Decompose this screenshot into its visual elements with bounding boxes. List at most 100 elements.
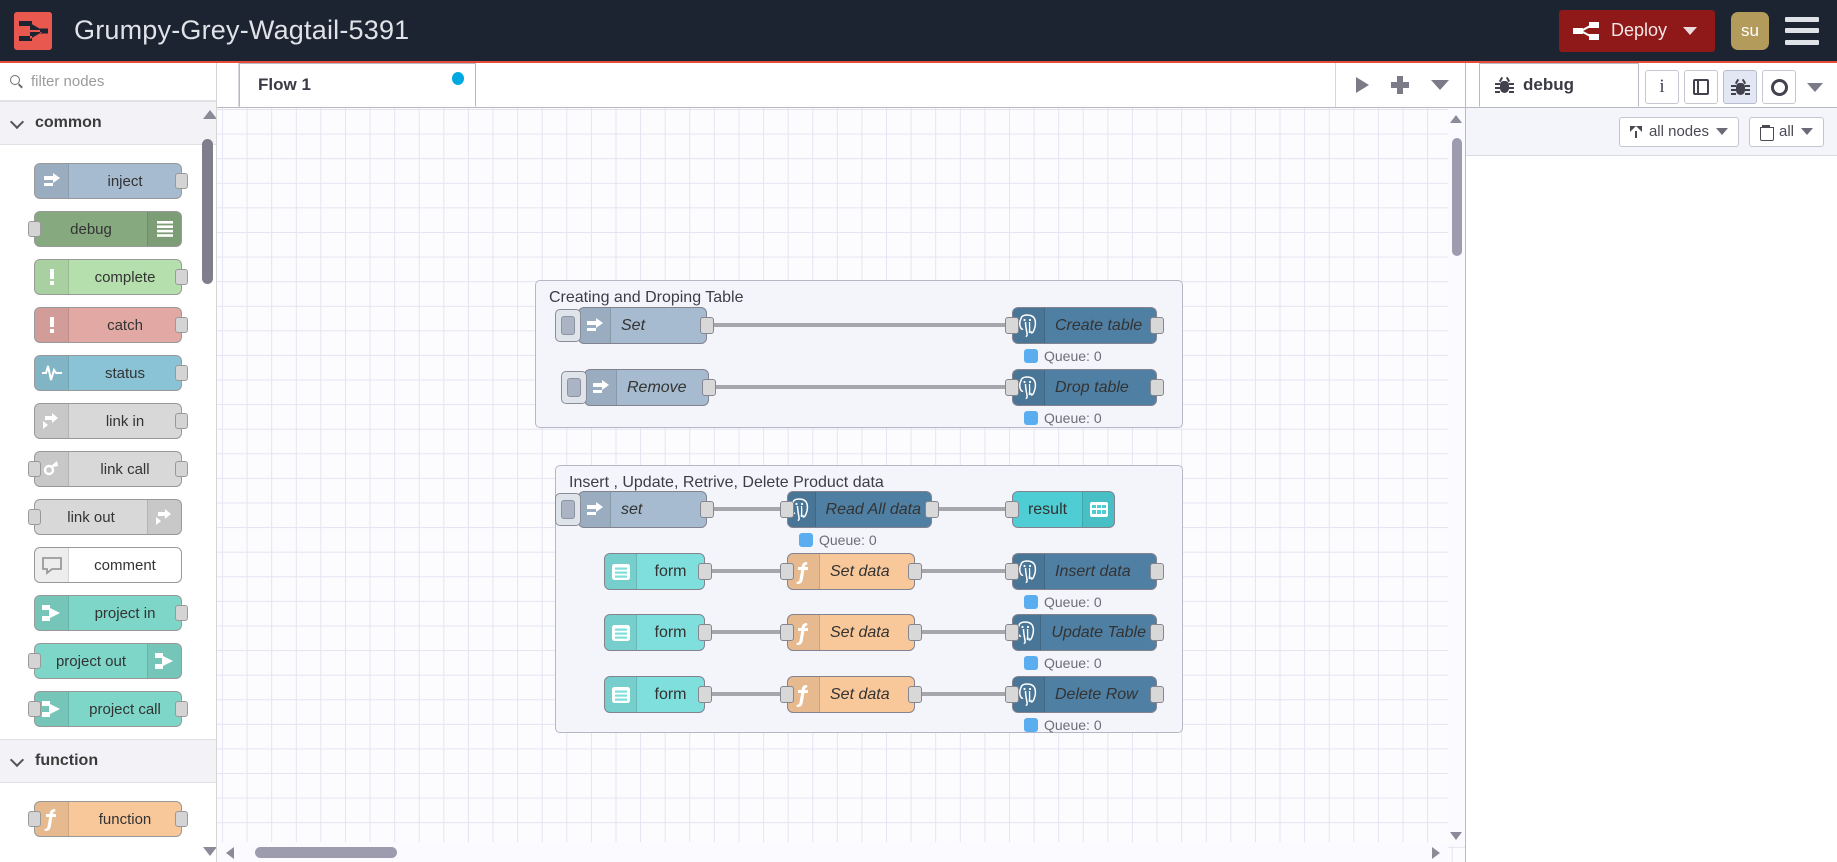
inject-trigger-button[interactable]	[555, 309, 581, 342]
flow-node-read-all-data[interactable]: Read All data	[780, 491, 939, 528]
node-output-port[interactable]	[1150, 686, 1164, 703]
flow-wire[interactable]	[915, 569, 1013, 573]
scroll-up-icon[interactable]	[1450, 115, 1462, 123]
node-input-port[interactable]	[1005, 379, 1019, 396]
flow-node-set-data[interactable]: Set data	[780, 676, 922, 713]
node-output-port[interactable]	[698, 686, 712, 703]
flow-wire[interactable]	[705, 630, 788, 634]
node-output-port[interactable]	[700, 317, 714, 334]
canvas-vertical-scrollbar[interactable]	[1448, 108, 1465, 846]
flow-wire[interactable]	[915, 630, 1013, 634]
debug-button[interactable]	[1723, 70, 1757, 104]
flow-node-drop-table[interactable]: Drop table	[1005, 369, 1164, 406]
node-input-port[interactable]	[28, 221, 41, 237]
node-output-port[interactable]	[698, 563, 712, 580]
node-input-port[interactable]	[780, 624, 794, 641]
flow-node-set-data[interactable]: Set data	[780, 553, 922, 590]
node-output-port[interactable]	[908, 563, 922, 580]
avatar[interactable]: su	[1731, 11, 1769, 50]
canvas-vscroll-thumb[interactable]	[1452, 138, 1462, 256]
node-input-port[interactable]	[1005, 501, 1019, 518]
node-output-port[interactable]	[1150, 379, 1164, 396]
scroll-down-icon[interactable]	[1450, 832, 1462, 840]
deploy-button[interactable]: Deploy	[1558, 9, 1715, 52]
node-input-port[interactable]	[28, 461, 41, 477]
palette-node-project-out[interactable]: project out	[28, 643, 182, 679]
flow-node-create-table[interactable]: Create table	[1005, 307, 1164, 344]
palette-category-common[interactable]: common	[0, 101, 216, 145]
node-input-port[interactable]	[1005, 624, 1019, 641]
scroll-left-icon[interactable]	[226, 847, 234, 859]
node-output-port[interactable]	[1150, 624, 1164, 641]
flow-wire[interactable]	[705, 569, 788, 573]
node-output-port[interactable]	[700, 501, 714, 518]
palette-node-inject[interactable]: inject	[34, 163, 188, 199]
palette-node-function[interactable]: function	[28, 801, 188, 837]
node-output-port[interactable]	[175, 701, 188, 717]
scroll-up-icon[interactable]	[203, 110, 216, 119]
canvas-hscroll-thumb[interactable]	[255, 847, 397, 858]
flow-wire[interactable]	[932, 507, 1013, 511]
palette-node-comment[interactable]: comment	[34, 547, 182, 583]
flow-node-set[interactable]: Set	[555, 307, 714, 344]
palette-search[interactable]	[0, 63, 216, 101]
node-output-port[interactable]	[175, 461, 188, 477]
palette-node-link-call[interactable]: link call	[28, 451, 188, 487]
flow-wire[interactable]	[707, 323, 1013, 327]
palette-node-complete[interactable]: complete	[34, 259, 188, 295]
info-button[interactable]: i	[1645, 70, 1679, 104]
palette-node-link-in[interactable]: link in	[34, 403, 188, 439]
node-output-port[interactable]	[908, 686, 922, 703]
node-output-port[interactable]	[175, 811, 188, 827]
node-output-port[interactable]	[175, 413, 188, 429]
flow-node-form[interactable]: form	[604, 553, 712, 590]
node-output-port[interactable]	[698, 624, 712, 641]
inject-trigger-button[interactable]	[561, 371, 587, 404]
play-icon[interactable]	[1356, 77, 1369, 93]
palette-node-project-in[interactable]: project in	[34, 595, 188, 631]
palette-node-status[interactable]: status	[34, 355, 188, 391]
node-output-port[interactable]	[925, 501, 939, 518]
chevron-down-icon[interactable]	[1683, 26, 1697, 35]
palette-category-function[interactable]: function	[0, 739, 216, 783]
node-input-port[interactable]	[780, 501, 794, 518]
debug-message-list[interactable]	[1466, 156, 1837, 862]
scroll-right-icon[interactable]	[1432, 847, 1440, 859]
search-input[interactable]	[31, 73, 206, 90]
node-input-port[interactable]	[28, 701, 41, 717]
clear-messages-button[interactable]: all	[1748, 116, 1824, 147]
help-button[interactable]	[1684, 70, 1718, 104]
palette-scrollbar-thumb[interactable]	[202, 139, 213, 284]
chevron-down-icon[interactable]	[1807, 82, 1823, 92]
node-input-port[interactable]	[1005, 563, 1019, 580]
node-input-port[interactable]	[28, 811, 41, 827]
flow-node-form[interactable]: form	[604, 614, 712, 651]
flow-node-set-data[interactable]: Set data	[780, 614, 922, 651]
node-output-port[interactable]	[908, 624, 922, 641]
node-output-port[interactable]	[175, 365, 188, 381]
config-button[interactable]	[1762, 70, 1796, 104]
node-input-port[interactable]	[780, 686, 794, 703]
node-output-port[interactable]	[175, 317, 188, 333]
palette-node-catch[interactable]: catch	[34, 307, 188, 343]
palette-scrollbar[interactable]	[201, 101, 216, 862]
plus-icon[interactable]	[1391, 76, 1409, 94]
flow-wire[interactable]	[915, 692, 1013, 696]
hamburger-menu-icon[interactable]	[1785, 16, 1819, 45]
inject-trigger-button[interactable]	[555, 493, 581, 526]
chevron-down-icon[interactable]	[1431, 80, 1449, 90]
flow-node-update-table[interactable]: Update Table	[1005, 614, 1164, 651]
node-input-port[interactable]	[780, 563, 794, 580]
tab-debug[interactable]: debug	[1479, 63, 1639, 107]
node-output-port[interactable]	[175, 605, 188, 621]
tab-flow-1[interactable]: Flow 1	[239, 63, 476, 107]
node-output-port[interactable]	[702, 379, 716, 396]
flow-wire[interactable]	[709, 385, 1013, 389]
palette-node-project-call[interactable]: project call	[28, 691, 188, 727]
flow-node-delete-row[interactable]: Delete Row	[1005, 676, 1164, 713]
node-input-port[interactable]	[1005, 686, 1019, 703]
node-output-port[interactable]	[1150, 317, 1164, 334]
scroll-down-icon[interactable]	[203, 847, 216, 856]
deploy-button-main[interactable]: Deploy	[1559, 10, 1683, 52]
